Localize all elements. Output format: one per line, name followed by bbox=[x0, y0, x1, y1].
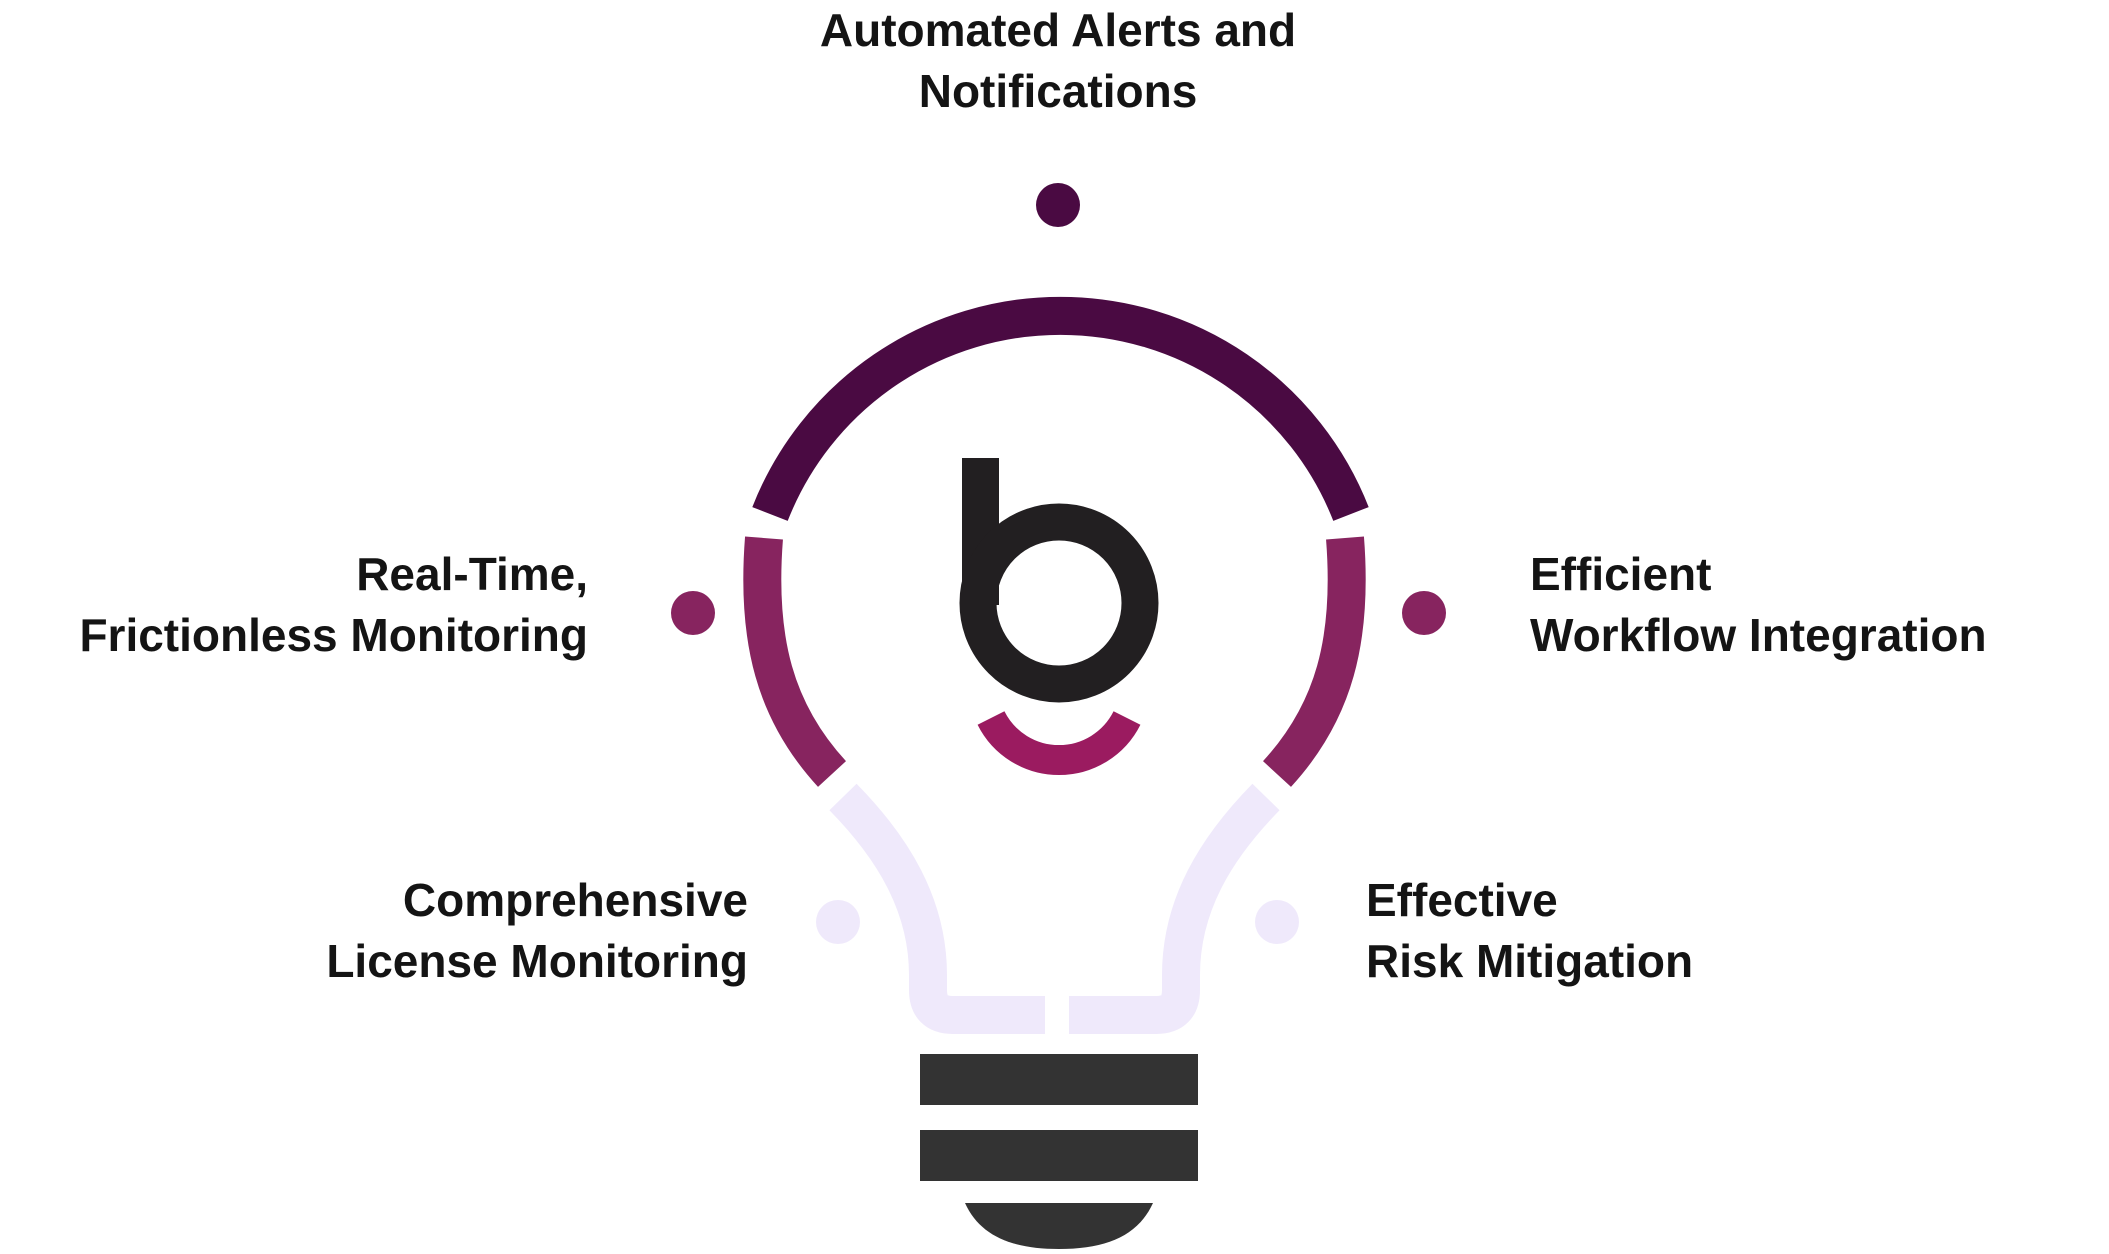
label-top: Automated Alerts and Notifications bbox=[758, 0, 1358, 122]
bulb-base-bar-top bbox=[920, 1054, 1198, 1105]
logo-smile bbox=[977, 710, 1141, 776]
label-upper-left-line2: Frictionless Monitoring bbox=[79, 609, 588, 661]
dot-marker-icon-upper-right bbox=[1402, 591, 1446, 635]
bulb-base-bar-middle bbox=[920, 1130, 1198, 1181]
label-lower-right: Effective Risk Mitigation bbox=[1366, 870, 1866, 992]
label-lower-right-line2: Risk Mitigation bbox=[1366, 935, 1694, 987]
label-top-line1: Automated Alerts and bbox=[819, 4, 1297, 56]
dot-marker-icon-top bbox=[1036, 183, 1080, 227]
bulb-base-cap bbox=[965, 1203, 1153, 1249]
label-top-line2: Notifications bbox=[918, 65, 1198, 117]
dot-marker-icon-lower-left bbox=[816, 900, 860, 944]
label-lower-left: Comprehensive License Monitoring bbox=[230, 870, 748, 992]
b-logo-icon bbox=[959, 458, 1159, 776]
bulb-top-arc-segment bbox=[752, 296, 1369, 521]
label-lower-right-line1: Effective bbox=[1366, 874, 1558, 926]
label-lower-left-line1: Comprehensive bbox=[402, 874, 748, 926]
dot-marker-icon-lower-right bbox=[1255, 900, 1299, 944]
bulb-right-neck-segment bbox=[1069, 783, 1280, 1034]
bulb-left-neck-segment bbox=[829, 783, 1045, 1034]
label-upper-right: Efficient Workflow Integration bbox=[1530, 544, 2090, 666]
label-upper-left-line1: Real-Time, bbox=[356, 548, 588, 600]
label-lower-left-line2: License Monitoring bbox=[326, 935, 748, 987]
label-upper-left: Real-Time, Frictionless Monitoring bbox=[20, 544, 588, 666]
bulb-right-arc-segment bbox=[1262, 536, 1366, 787]
bulb-left-arc-segment bbox=[743, 536, 847, 787]
label-upper-right-line2: Workflow Integration bbox=[1530, 609, 1987, 661]
label-upper-right-line1: Efficient bbox=[1530, 548, 1712, 600]
dot-marker-icon-upper-left bbox=[671, 591, 715, 635]
